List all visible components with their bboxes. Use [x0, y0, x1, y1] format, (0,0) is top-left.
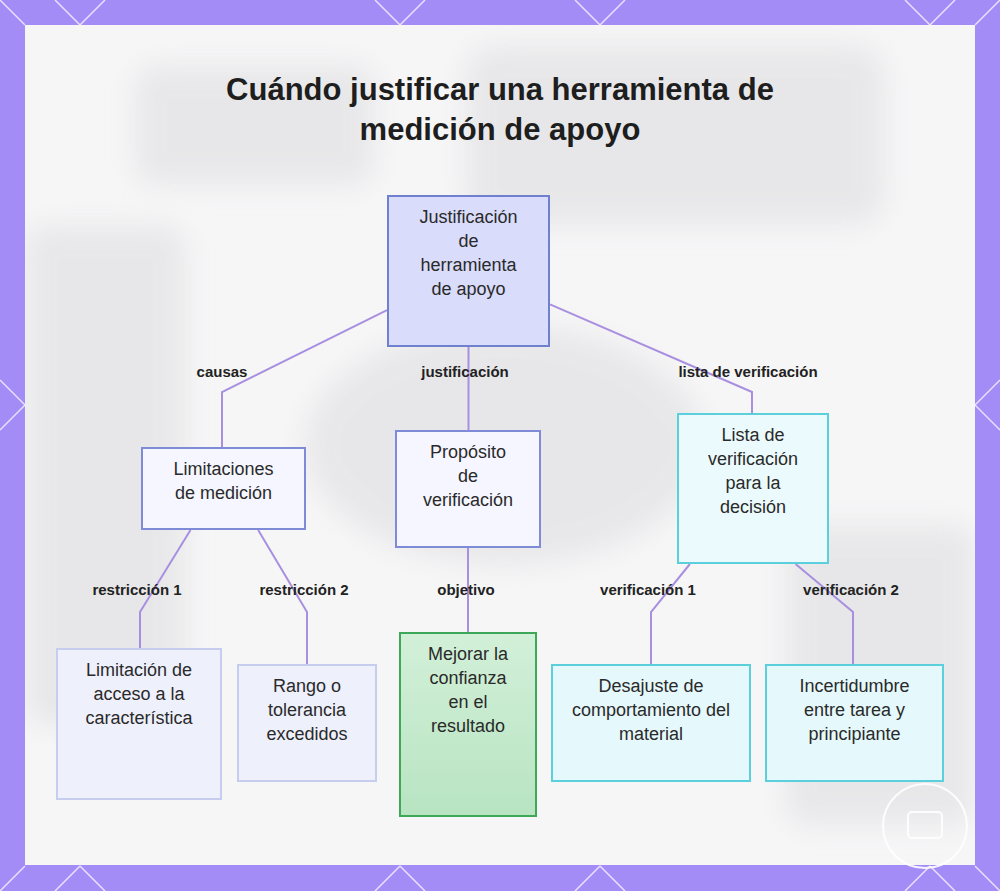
edge-label: restricción 1 [92, 581, 181, 598]
node-text: Mejorar la confianza en el resultado [421, 642, 515, 738]
concept-box: Limitaciones de medición [141, 447, 306, 530]
connector-line [550, 304, 752, 413]
concept-box: Propósito de verificación [395, 430, 541, 548]
concept-box: Desajuste de comportamiento del material [551, 664, 751, 782]
concept-box: Limitación de acceso a la característica [56, 648, 222, 800]
edge-label: restricción 2 [259, 581, 348, 598]
connector-line [651, 564, 690, 664]
node-text: Limitaciones de medición [165, 457, 282, 505]
node-text: Lista de verificación para la decisión [697, 423, 809, 519]
node-text: Desajuste de comportamiento del material [570, 674, 732, 746]
node-text: Justificación de herramienta de apoyo [415, 205, 522, 301]
node-text: Rango o tolerancia excedidos [254, 674, 360, 746]
logo-mark [883, 784, 967, 868]
connector-line [796, 564, 853, 664]
node-text: Propósito de verificación [420, 440, 516, 512]
concept-box: Justificación de herramienta de apoyo [387, 195, 550, 347]
concept-box: Mejorar la confianza en el resultado [399, 632, 537, 817]
edge-label: verificación 1 [600, 581, 696, 598]
diagram-title: Cuándo justificar una herramienta de med… [180, 70, 820, 150]
edge-label: lista de verificación [678, 363, 817, 380]
edge-label: justificación [421, 363, 509, 380]
concept-box: Rango o tolerancia excedidos [237, 664, 377, 782]
connector-line [468, 347, 470, 430]
edge-label: objetivo [437, 581, 495, 598]
node-text: Incertidumbre entre tarea y principiante [786, 674, 923, 746]
concept-box: Incertidumbre entre tarea y principiante [765, 664, 944, 782]
edge-label: verificación 2 [803, 581, 899, 598]
concept-box: Lista de verificación para la decisión [677, 413, 829, 564]
node-text: Limitación de acceso a la característica [71, 658, 207, 730]
edge-label: causas [197, 363, 248, 380]
